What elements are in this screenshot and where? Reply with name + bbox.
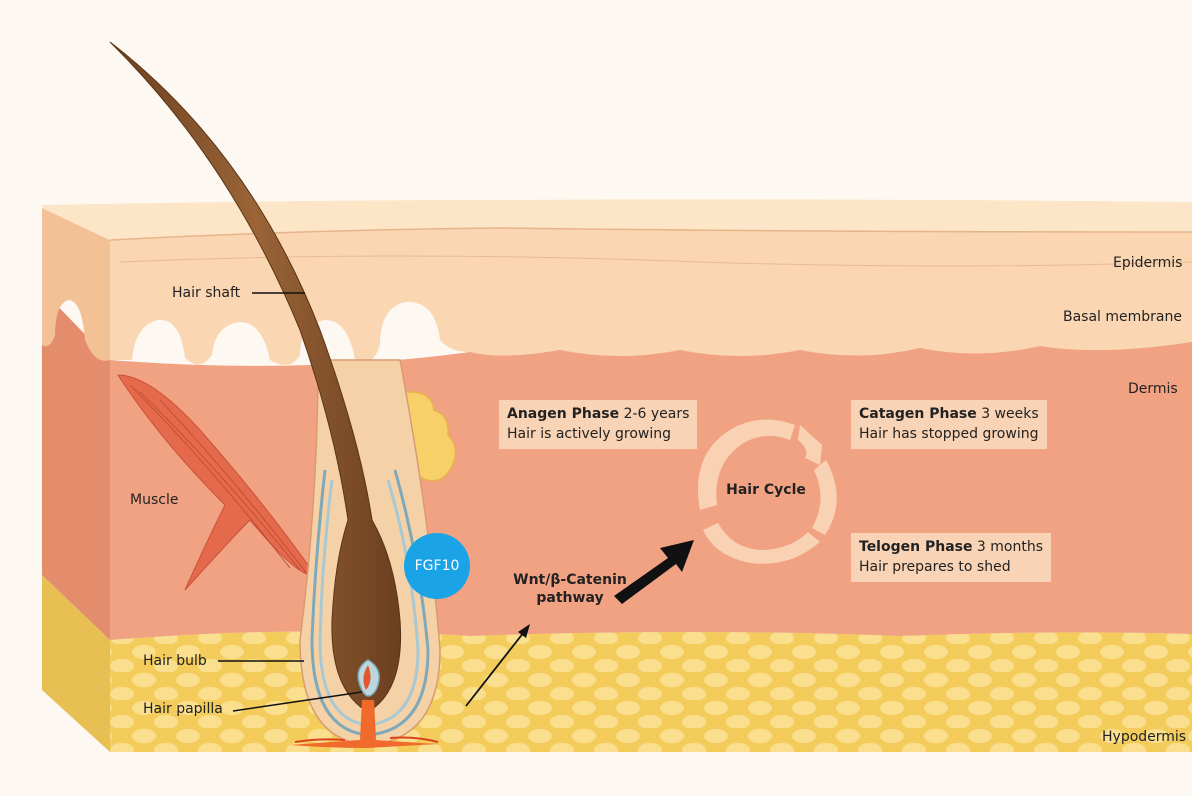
label-muscle: Muscle: [130, 492, 178, 508]
label-hair-shaft: Hair shaft: [172, 285, 240, 301]
wnt-pathway-label: Wnt/β-Catenin pathway: [508, 571, 632, 607]
anagen-phase-description: Hair is actively growing: [507, 424, 689, 444]
hypodermis-layer: [110, 631, 1192, 752]
wnt-pathway-line1: Wnt/β-Catenin: [508, 571, 632, 589]
telogen-phase-name: Telogen Phase: [859, 539, 972, 555]
label-epidermis: Epidermis: [1113, 255, 1182, 271]
fgf10-badge: FGF10: [404, 533, 470, 599]
telogen-phase-description: Hair prepares to shed: [859, 557, 1043, 577]
catagen-phase-box: Catagen Phase 3 weeks Hair has stopped g…: [851, 400, 1047, 449]
label-hypodermis: Hypodermis: [1102, 729, 1186, 745]
label-basal-membrane: Basal membrane: [1063, 309, 1182, 325]
anagen-phase-name: Anagen Phase: [507, 406, 619, 422]
dermis-layer: [110, 341, 1192, 640]
label-dermis: Dermis: [1128, 381, 1178, 397]
anagen-phase-box: Anagen Phase 2-6 years Hair is actively …: [499, 400, 697, 449]
anagen-phase-duration: 2-6 years: [624, 406, 690, 422]
catagen-phase-description: Hair has stopped growing: [859, 424, 1039, 444]
catagen-phase-name: Catagen Phase: [859, 406, 977, 422]
catagen-phase-duration: 3 weeks: [981, 406, 1038, 422]
wnt-pathway-line2: pathway: [508, 589, 632, 607]
label-hair-bulb: Hair bulb: [143, 653, 207, 669]
telogen-phase-duration: 3 months: [977, 539, 1043, 555]
label-hair-papilla: Hair papilla: [143, 701, 223, 717]
telogen-phase-box: Telogen Phase 3 months Hair prepares to …: [851, 533, 1051, 582]
hair-cycle-title: Hair Cycle: [716, 482, 816, 498]
